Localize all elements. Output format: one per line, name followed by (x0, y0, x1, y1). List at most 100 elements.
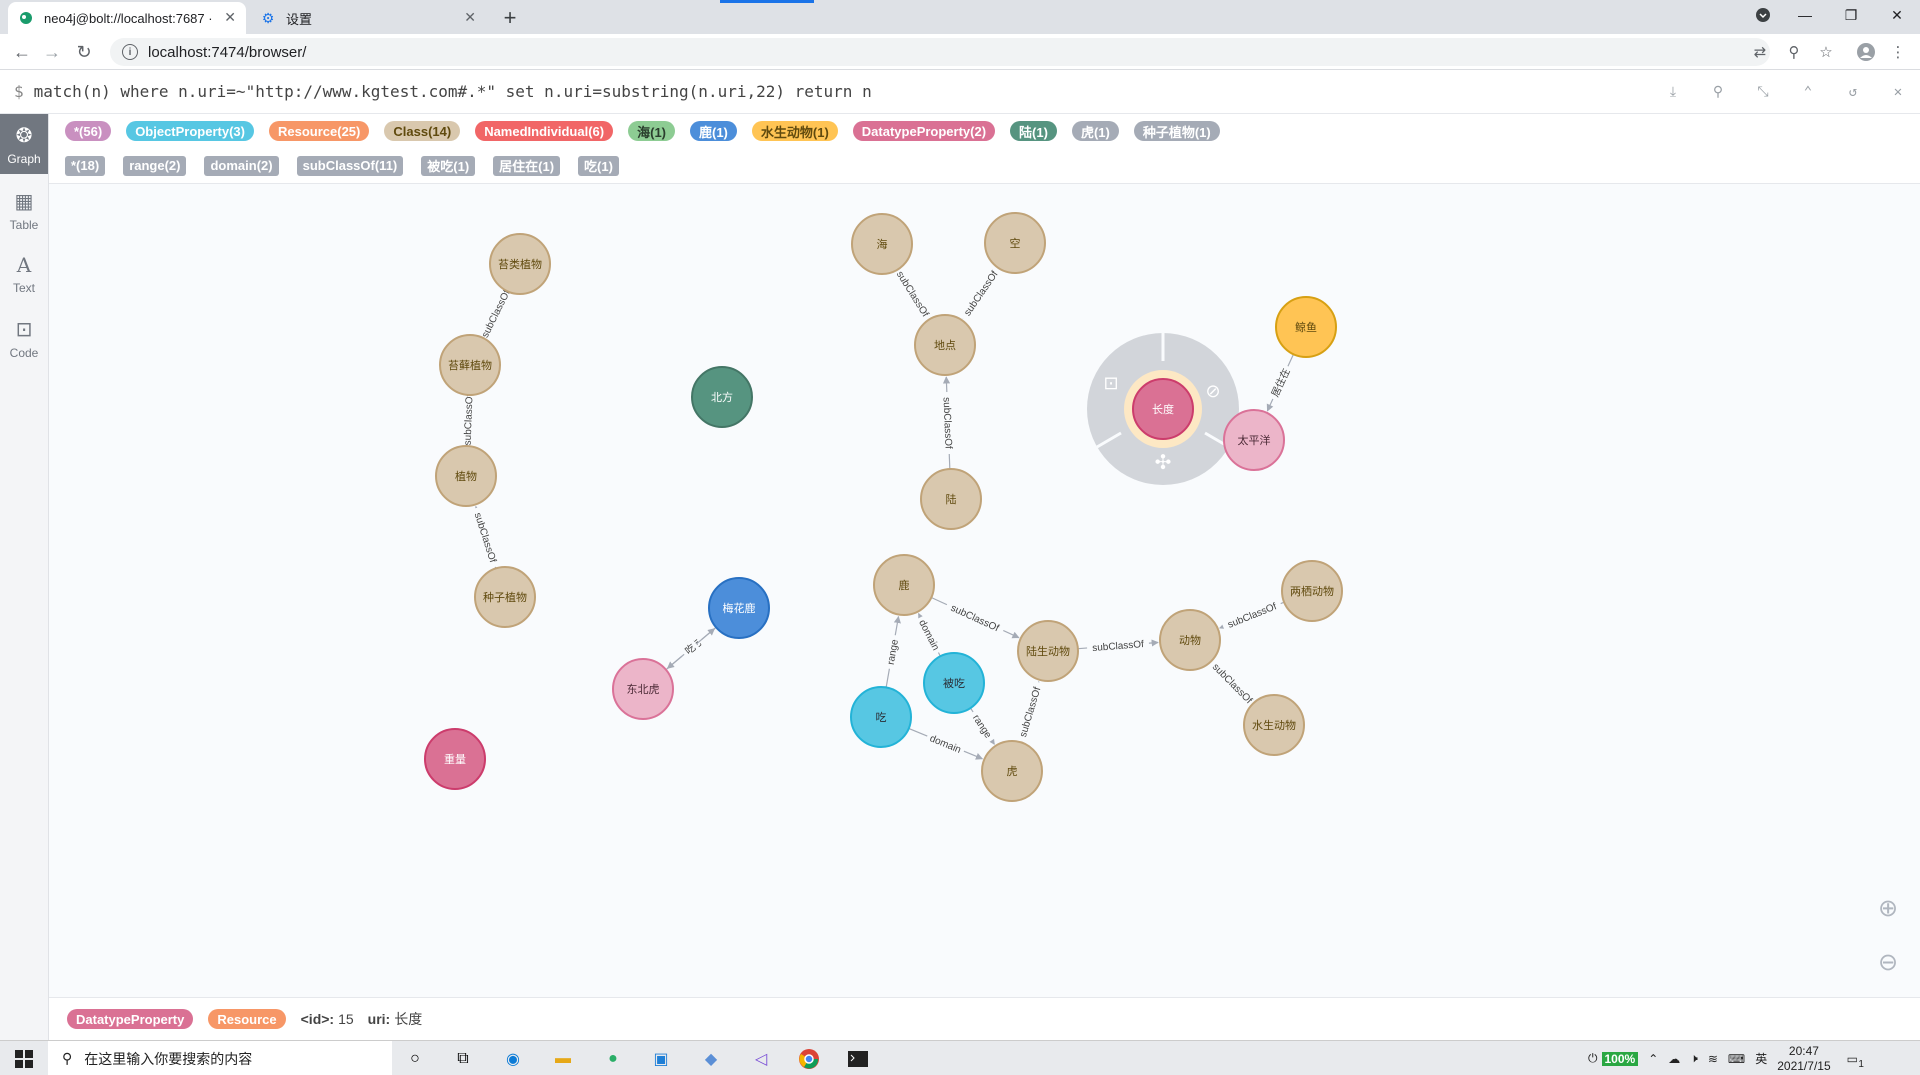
relationship-edge[interactable]: 吃 (665, 628, 716, 671)
site-info-icon[interactable]: i (122, 44, 138, 60)
minimize-button[interactable]: — (1798, 7, 1812, 23)
relationship-type-tag[interactable]: subClassOf(11) (296, 155, 404, 176)
close-icon[interactable]: ✕ (1893, 84, 1903, 100)
bookmark-star-icon[interactable]: ☆ (1819, 44, 1833, 61)
chevron-up-icon[interactable]: ⌃ (1803, 84, 1813, 100)
view-text-button[interactable]: A Text (0, 244, 48, 304)
zoom-in-icon[interactable]: ⊕ (1877, 894, 1899, 922)
view-graph-button[interactable]: ❂ Graph (0, 114, 48, 174)
restore-button[interactable]: ❐ (1844, 6, 1858, 23)
graph-node[interactable]: 重量 (424, 728, 486, 790)
graph-node[interactable]: 苔藓植物 (439, 334, 501, 396)
relationship-edge[interactable]: subClassOf (957, 263, 1004, 323)
chevron-up-icon[interactable]: ⌃ (1648, 1051, 1659, 1066)
translate-icon[interactable]: ⇄ (1753, 44, 1767, 61)
node-label-pill[interactable]: Resource(25) (269, 121, 370, 141)
collapse-icon[interactable]: ⤡ (1757, 84, 1769, 100)
node-label-pill[interactable]: *(56) (65, 121, 112, 141)
edge-icon[interactable]: ◉ (506, 1051, 520, 1068)
volume-icon[interactable]: 🕨 (1690, 1051, 1698, 1065)
address-bar[interactable]: i localhost:7474/browser/ (110, 38, 1770, 66)
view-code-button[interactable]: ⊡ Code (0, 308, 48, 368)
relationship-edge[interactable]: range (968, 707, 998, 745)
cortana-icon[interactable]: ○ (410, 1050, 420, 1067)
forward-icon[interactable]: → (43, 41, 61, 62)
terminal-icon[interactable] (843, 1045, 873, 1073)
graph-node[interactable]: 虎 (981, 740, 1043, 802)
graph-node[interactable]: 被吃 (923, 652, 985, 714)
node-label-pill[interactable]: 水生动物(1) (751, 121, 838, 141)
relationship-edge[interactable]: domain (915, 612, 945, 657)
clock[interactable]: 20:47 2021/7/15 (1777, 1044, 1830, 1074)
node-label-pill[interactable]: 陆(1) (1010, 121, 1057, 141)
relationship-edge[interactable]: subClassOf (1206, 656, 1260, 710)
close-window-button[interactable]: ✕ (1891, 6, 1903, 23)
close-tab-icon[interactable]: ✕ (464, 9, 476, 25)
relationship-edge[interactable]: subClassOf (1077, 636, 1159, 654)
download-icon[interactable]: ⤓ (1669, 84, 1677, 100)
node-label-pill[interactable]: NamedIndividual(6) (475, 121, 614, 141)
graph-node[interactable]: 空 (984, 212, 1046, 274)
rerun-icon[interactable]: ↺ (1848, 84, 1858, 100)
graph-node[interactable]: 北方 (691, 366, 753, 428)
graph-node[interactable]: 苔类植物 (489, 233, 551, 295)
node-label-pill[interactable]: 种子植物(1) (1133, 121, 1220, 141)
relationship-edge[interactable]: subClassOf (1014, 680, 1045, 744)
status-label-pill[interactable]: DatatypeProperty (67, 1009, 194, 1029)
graph-node[interactable]: 种子植物 (474, 566, 536, 628)
wechat-icon[interactable]: ● (608, 1050, 618, 1067)
relationship-type-tag[interactable]: 居住在(1) (493, 155, 561, 176)
graph-node[interactable]: 梅花鹿 (708, 577, 770, 639)
graph-node[interactable]: 陆生动物 (1017, 620, 1079, 682)
status-label-pill[interactable]: Resource (208, 1009, 286, 1029)
relationship-edge[interactable]: subClassOf (459, 388, 476, 451)
battery-indicator[interactable]: 100% (1601, 1051, 1639, 1066)
relationship-edge[interactable]: range (882, 615, 902, 688)
notification-icon[interactable]: ▭1 (1846, 1051, 1864, 1070)
windows-start-icon[interactable] (0, 1041, 48, 1075)
relationship-type-tag[interactable]: *(18) (65, 155, 106, 176)
power-icon[interactable]: ⏻ (1588, 1051, 1598, 1065)
graph-node[interactable]: 太平洋 (1223, 409, 1285, 471)
taskbar-search-box[interactable]: ⚲ 在这里输入你要搜索的内容 (48, 1041, 392, 1075)
back-icon[interactable]: ← (13, 41, 31, 62)
cloud-icon[interactable]: ☁ (1668, 1051, 1681, 1066)
graph-node[interactable]: 动物 (1159, 609, 1221, 671)
graph-node[interactable]: 海 (851, 213, 913, 275)
node-label-pill[interactable]: 鹿(1) (690, 121, 737, 141)
node-label-pill[interactable]: 海(1) (628, 121, 675, 141)
relationship-type-tag[interactable]: 吃(1) (578, 155, 619, 176)
chrome-icon[interactable] (794, 1045, 824, 1073)
unlock-icon[interactable]: ⊡ (1103, 373, 1118, 393)
ime-indicator[interactable]: 英 (1755, 1052, 1768, 1066)
relationship-edge[interactable]: domain (908, 727, 984, 760)
menu-icon[interactable]: ⋮ (1890, 44, 1906, 61)
graph-node[interactable]: 陆 (920, 468, 982, 530)
visual-studio-icon[interactable]: ◁ (754, 1051, 768, 1068)
relationship-edge[interactable]: 居住在 (1266, 354, 1295, 412)
node-label-pill[interactable]: DatatypeProperty(2) (852, 121, 996, 141)
pin-icon[interactable]: ⚲ (1712, 84, 1724, 100)
task-view-icon[interactable]: ⧉ (457, 1050, 469, 1067)
file-explorer-icon[interactable]: ▬ (555, 1050, 571, 1067)
zoom-icon[interactable]: ⚲ (1788, 44, 1800, 61)
node-label-pill[interactable]: 虎(1) (1071, 121, 1119, 141)
relationship-edge[interactable]: subClassOf (931, 596, 1020, 639)
reload-icon[interactable]: ↻ (76, 41, 92, 62)
relationship-edge[interactable]: subClassOf (1219, 597, 1285, 633)
graph-node[interactable]: 地点 (914, 314, 976, 376)
graph-node[interactable]: 植物 (435, 445, 497, 507)
app-icon[interactable]: ▣ (653, 1051, 669, 1068)
node-label-pill[interactable]: Class(14) (384, 121, 461, 141)
pycharm-icon[interactable]: ◆ (704, 1051, 718, 1068)
graph-svg[interactable]: ⊡⊘✣subClassOfsubClassOfsubClassOfsubClas… (49, 184, 1920, 997)
wifi-icon[interactable]: ≋ (1707, 1051, 1718, 1066)
query-editor[interactable]: $ match(n) where n.uri=~"http://www.kgte… (0, 70, 1920, 114)
graph-node[interactable]: 水生动物 (1243, 694, 1305, 756)
relationship-edge[interactable]: subClassOf (470, 505, 502, 569)
graph-node[interactable]: 鹿 (873, 554, 935, 616)
relationship-type-tag[interactable]: 被吃(1) (421, 155, 476, 176)
relationship-type-tag[interactable]: range(2) (123, 155, 187, 176)
graph-node[interactable]: 长度 (1132, 378, 1194, 440)
